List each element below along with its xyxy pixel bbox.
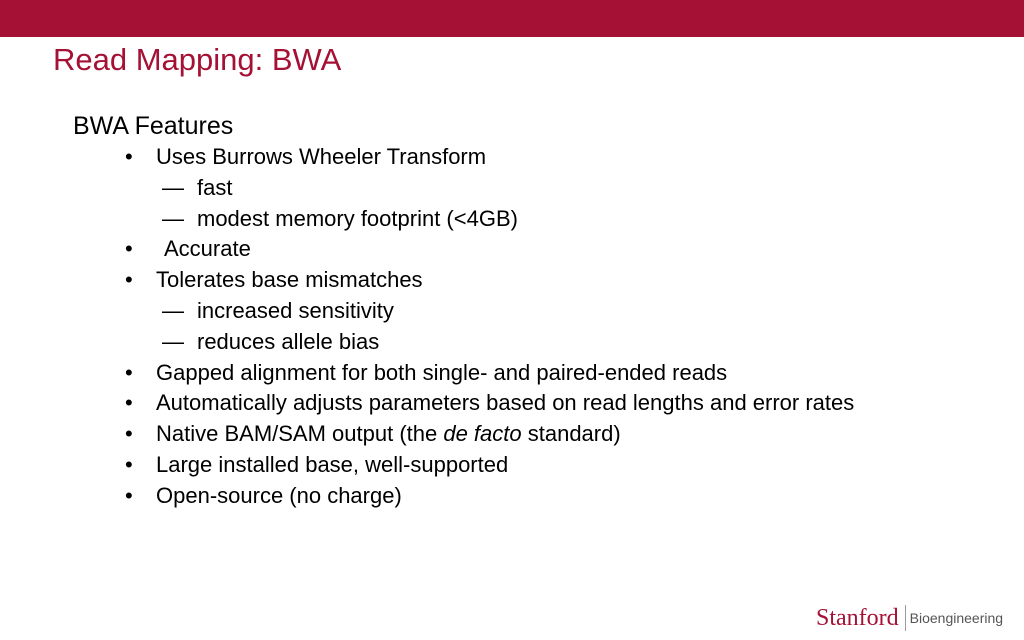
sub-list-item: — modest memory footprint (<4GB) <box>140 204 873 235</box>
bullet-icon: • <box>125 482 133 508</box>
list-item: • Accurate <box>73 234 873 265</box>
list-item: • Open-source (no charge) <box>73 481 873 512</box>
dash-icon: — <box>162 205 184 231</box>
list-item-text: Automatically adjusts parameters based o… <box>156 390 855 416</box>
list-item: • Tolerates base mismatches — increased s… <box>73 265 873 357</box>
bullet-icon: • <box>125 390 133 416</box>
sub-list: — fast — modest memory footprint (<4GB) <box>156 173 873 235</box>
sub-item-text: increased sensitivity <box>197 297 394 323</box>
section-heading: BWA Features <box>73 112 234 140</box>
list-item: • Automatically adjusts parameters based… <box>73 388 873 419</box>
sub-list-item: — reduces allele bias <box>140 327 873 358</box>
list-item-text: Open-source (no charge) <box>156 482 402 508</box>
stanford-bioengineering-logo: Stanford Bioengineering <box>816 603 1003 633</box>
list-item: • Gapped alignment for both single- and … <box>73 358 873 389</box>
list-item-text: Accurate <box>164 236 251 262</box>
sub-item-text: fast <box>197 174 233 200</box>
list-item-text: Tolerates base mismatches <box>156 267 423 293</box>
sub-item-text: reduces allele bias <box>197 328 380 354</box>
feature-list: • Uses Burrows Wheeler Transform — fast —… <box>73 142 873 512</box>
logo-wordmark: Stanford <box>816 604 899 631</box>
slide-title: Read Mapping: BWA <box>53 42 342 77</box>
slide-content: BWA Features • Uses Burrows Wheeler Tran… <box>73 110 873 512</box>
bullet-icon: • <box>125 451 133 477</box>
list-item-text: Gapped alignment for both single- and pa… <box>156 359 728 385</box>
sub-list: — increased sensitivity — reduces allele b… <box>156 296 873 358</box>
bullet-icon: • <box>125 421 133 447</box>
bullet-icon: • <box>125 359 133 385</box>
sub-list-item: — increased sensitivity <box>140 296 873 327</box>
list-item-text-italic: de facto <box>443 421 522 447</box>
logo-department: Bioengineering <box>909 610 1004 626</box>
list-item-text-after: standard) <box>521 421 621 447</box>
list-item: • Native BAM/SAM output (the de facto st… <box>73 419 873 450</box>
list-item: • Uses Burrows Wheeler Transform — fast —… <box>73 142 873 234</box>
bullet-icon: • <box>125 267 133 293</box>
logo-divider <box>904 605 906 631</box>
list-item-text: Large installed base, well-supported <box>156 451 509 477</box>
top-color-band <box>0 0 1024 37</box>
sub-item-text: modest memory footprint (<4GB) <box>197 205 518 231</box>
dash-icon: — <box>162 297 184 323</box>
bullet-icon: • <box>125 236 133 262</box>
sub-list-item: — fast <box>140 173 873 204</box>
dash-icon: — <box>162 174 184 200</box>
list-item-text: Uses Burrows Wheeler Transform <box>156 144 487 169</box>
bullet-icon: • <box>125 144 133 169</box>
list-item-text-before: Native BAM/SAM output (the <box>156 421 444 447</box>
dash-icon: — <box>162 328 184 354</box>
list-item: • Large installed base, well-supported <box>73 450 873 481</box>
